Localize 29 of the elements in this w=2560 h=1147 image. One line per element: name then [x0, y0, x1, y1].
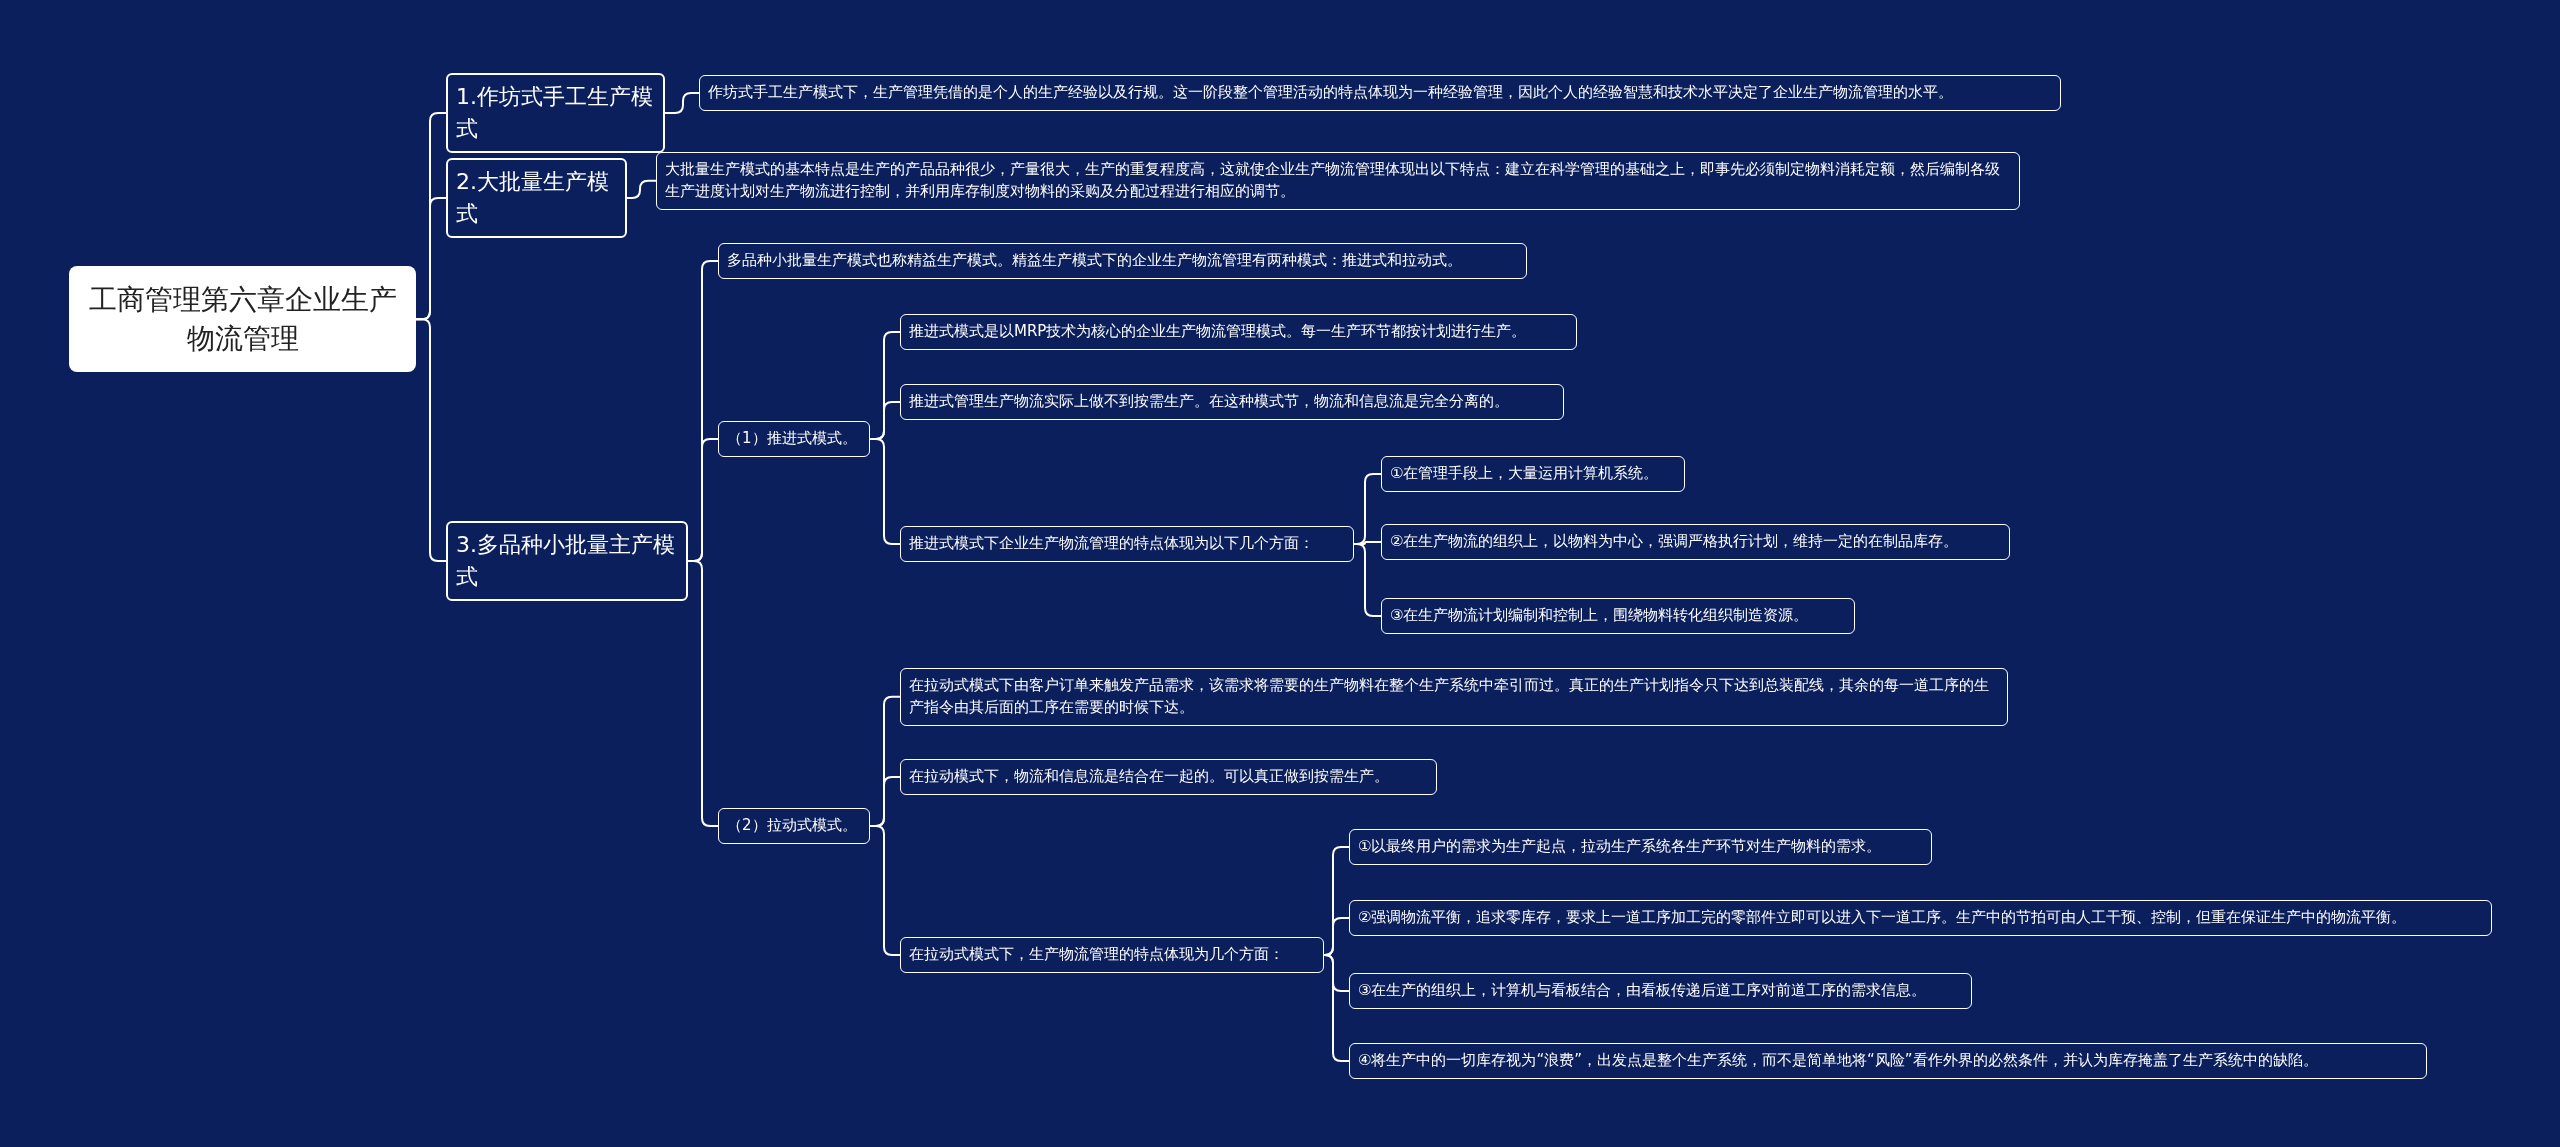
branch-box: 1.作坊式手工生产模式	[446, 73, 665, 153]
connector-line	[1323, 953, 1350, 1062]
text-box: （1）推进式模式。	[718, 421, 870, 457]
text-box: ④将生产中的一切库存视为“浪费”，出发点是整个生产系统，而不是简单地将“风险”看作外界的必然条件，并认为库存掩盖了生产系统中的缺陷。	[1349, 1043, 2427, 1079]
text-box: 推进式模式是以MRP技术为核心的企业生产物流管理模式。每一生产环节都按计划进行生产。	[900, 314, 1577, 350]
text-box: 在拉动式模式下，生产物流管理的特点体现为几个方面：	[900, 937, 1324, 973]
connector-line	[869, 437, 901, 545]
text-box: 作坊式手工生产模式下，生产管理凭借的是个人的生产经验以及行规。这一阶段整个管理活动的特点体现为一种经验管理，因此个人的经验智慧和技术水平决定了企业生产物流管理的水平。	[699, 75, 2061, 111]
connector-line	[687, 559, 719, 827]
text-box: 推进式模式下企业生产物流管理的特点体现为以下几个方面：	[900, 526, 1354, 562]
text-box: （2）拉动式模式。	[718, 808, 870, 844]
text-box: 大批量生产模式的基本特点是生产的产品品种很少，产量很大，生产的重复程度高，这就使企业生产物流管理体现出以下特点：建立在科学管理的基础之上，即事先必须制定物料消耗定额，然后编制各级生产进度计划对生产物流进行控制，并利用库存制度对物料的采购及分配过程进行相应的调节。	[656, 152, 2020, 210]
connector-line	[626, 179, 657, 199]
text-box: 多品种小批量生产模式也称精益生产模式。精益生产模式下的企业生产物流管理有两种模式：推进式和拉动式。	[718, 243, 1527, 279]
text-box: ①在管理手段上，大量运用计算机系统。	[1381, 456, 1685, 492]
text-box: ①以最终用户的需求为生产起点，拉动生产系统各生产环节对生产物料的需求。	[1349, 829, 1932, 865]
topic-box: 工商管理第六章企业生产物流管理	[69, 266, 416, 373]
connector-line	[664, 91, 700, 114]
text-box: ③在生产的组织上，计算机与看板结合，由看板传递后道工序对前道工序的需求信息。	[1349, 973, 1972, 1009]
text-box: 在拉动式模式下由客户订单来触发产品需求，该需求将需要的生产物料在整个生产系统中牵引而过。真正的生产计划指令只下达到总装配线，其余的每一道工序的生产指令由其后面的工序在需要的时候下达。	[900, 668, 2008, 726]
connector-line	[869, 824, 901, 956]
branch-box: 3.多品种小批量主产模式	[446, 521, 688, 601]
text-box: 推进式管理生产物流实际上做不到按需生产。在这种模式节，物流和信息流是完全分离的。	[900, 384, 1564, 420]
branch-box: 2.大批量生产模式	[446, 158, 627, 238]
text-box: ②在生产物流的组织上，以物料为中心，强调严格执行计划，维持一定的在制品库存。	[1381, 524, 2010, 560]
connector-line	[415, 318, 447, 562]
text-box: ②强调物流平衡，追求零库存，要求上一道工序加工完的零部件立即可以进入下一道工序。生产中的节拍可由人工干预、控制，但重在保证生产中的物流平衡。	[1349, 900, 2492, 936]
text-box: 在拉动模式下，物流和信息流是结合在一起的。可以真正做到按需生产。	[900, 759, 1437, 795]
text-box: ③在生产物流计划编制和控制上，围绕物料转化组织制造资源。	[1381, 598, 1855, 634]
